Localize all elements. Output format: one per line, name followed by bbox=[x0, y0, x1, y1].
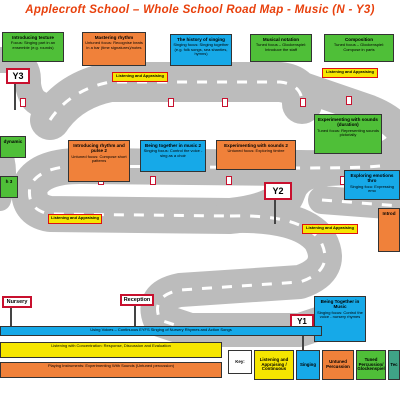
pin-marker bbox=[226, 176, 232, 185]
topic-intro-right: Introd bbox=[378, 208, 400, 252]
topic-focus: Untuned focus: Exploring timbre bbox=[227, 148, 285, 154]
topic-title: Mastering rhythm bbox=[94, 35, 134, 40]
reception-sign: Reception bbox=[120, 294, 154, 306]
topic-experimenting-sounds-2: Experimenting with sounds 2 Untuned focu… bbox=[216, 140, 296, 170]
pin-marker bbox=[20, 98, 26, 107]
topic-title: The history of singing bbox=[177, 37, 225, 42]
key-item-tec: Tec bbox=[388, 350, 400, 380]
topic-rhythm-pulse-2: Introducing rhythm and pulse 2 Untuned f… bbox=[68, 140, 130, 182]
reception-sign-post bbox=[134, 304, 136, 326]
strip-playing-instruments: Playing Instruments: Experimenting With … bbox=[0, 362, 222, 378]
key-item-singing: Singing bbox=[296, 350, 320, 380]
y3-sign: Y3 bbox=[6, 68, 30, 84]
pin-marker bbox=[150, 176, 156, 185]
topic-title: dynamic bbox=[3, 139, 23, 144]
y2-sign: Y2 bbox=[264, 182, 292, 200]
listening-appraising-tag: Listening and Appraising bbox=[322, 68, 378, 78]
key-label: Key: bbox=[228, 350, 252, 374]
topic-focus: Untuned focus: Recognise beats in a bar … bbox=[85, 40, 143, 50]
topic-dynamic: dynamic bbox=[0, 136, 26, 158]
nursery-sign-post bbox=[10, 306, 12, 328]
pin-marker bbox=[346, 96, 352, 105]
topic-mastering-rhythm: Mastering rhythm Untuned focus: Recognis… bbox=[82, 32, 146, 66]
strip-listening-concentration: Listening with Concentration: Response, … bbox=[0, 342, 222, 358]
topic-title: Introducing rhythm and pulse 2 bbox=[73, 143, 125, 154]
topic-title: Composition bbox=[344, 37, 374, 42]
topic-composition: Composition Tuned focus – Glockenspiel: … bbox=[324, 34, 394, 62]
topic-history-singing: The history of singing Singing focus: Si… bbox=[170, 34, 232, 66]
topic-title: h 3 bbox=[5, 179, 13, 184]
topic-together-music-2: Being together in music 2 Singing focus:… bbox=[140, 140, 206, 172]
topic-title: Exploring emotions thro bbox=[350, 173, 394, 184]
topic-focus: Untuned focus: Compose short patterns bbox=[71, 153, 127, 164]
topic-focus: Singing focus: Singing together (e.g. fo… bbox=[173, 42, 229, 57]
topic-exploring-emotions: Exploring emotions thro Singing focu: Ex… bbox=[344, 170, 400, 200]
topic-focus: Singing focus: Control the voice - nurse… bbox=[317, 309, 363, 320]
pin-marker bbox=[222, 98, 228, 107]
y2-sign-post bbox=[274, 196, 276, 224]
topic-introducing-texture: Introducing texture Focus: Singing part … bbox=[2, 32, 64, 62]
topic-title: Musical notation bbox=[262, 37, 300, 42]
listening-appraising-tag: Listening and Appraising bbox=[302, 224, 358, 234]
pin-marker bbox=[168, 98, 174, 107]
nursery-sign: Nursery bbox=[2, 296, 32, 308]
topic-title: Experimenting with sounds (duration) bbox=[318, 117, 378, 128]
topic-focus: Singing focu: Expressing emo bbox=[349, 183, 395, 194]
topic-left-3: h 3 bbox=[0, 176, 18, 198]
key-item-listening: Listening and Appraising / Continuous bbox=[254, 350, 294, 380]
topic-focus: Tuned focus – Glockenspiel: Introduce th… bbox=[255, 42, 307, 52]
strip-using-voices: Using Voices – Continuous EYFS Singing o… bbox=[0, 326, 322, 336]
topic-focus: Singing focus: Control the voice - sing … bbox=[143, 148, 203, 158]
topic-title: Introducing texture bbox=[12, 35, 54, 40]
topic-focus: Tuned focus: Representing sounds pictori… bbox=[317, 127, 379, 138]
topic-title: Being together in music 2 bbox=[144, 143, 202, 148]
topic-focus: Tuned focus – Glockenspiel: Compose in p… bbox=[333, 42, 385, 52]
key-item-untuned: Untuned Percussion bbox=[322, 350, 354, 380]
listening-appraising-tag: Listening and Appraising bbox=[112, 72, 168, 82]
topic-title: Experimenting with sounds 2 bbox=[224, 143, 288, 148]
y1-sign-post bbox=[302, 328, 304, 350]
page-title: Applecroft School – Whole School Road Ma… bbox=[25, 4, 375, 16]
listening-appraising-tag: Listening and Appraising bbox=[48, 214, 102, 224]
topic-together-music: Being Together in Music Singing focus: C… bbox=[314, 296, 366, 342]
pin-marker bbox=[300, 98, 306, 107]
topic-focus: Focus: Singing part in an ensemble (e.g.… bbox=[10, 40, 56, 50]
y3-sign-post bbox=[14, 82, 16, 110]
topic-title: Being Together in Music bbox=[320, 299, 360, 310]
topic-title: Introd bbox=[382, 211, 396, 216]
topic-experimenting-duration: Experimenting with sounds (duration) Tun… bbox=[314, 114, 382, 154]
topic-musical-notation: Musical notation Tuned focus – Glockensp… bbox=[250, 34, 312, 62]
key-item-tuned: Tuned Percussion/ Glockenspiel bbox=[356, 350, 386, 380]
